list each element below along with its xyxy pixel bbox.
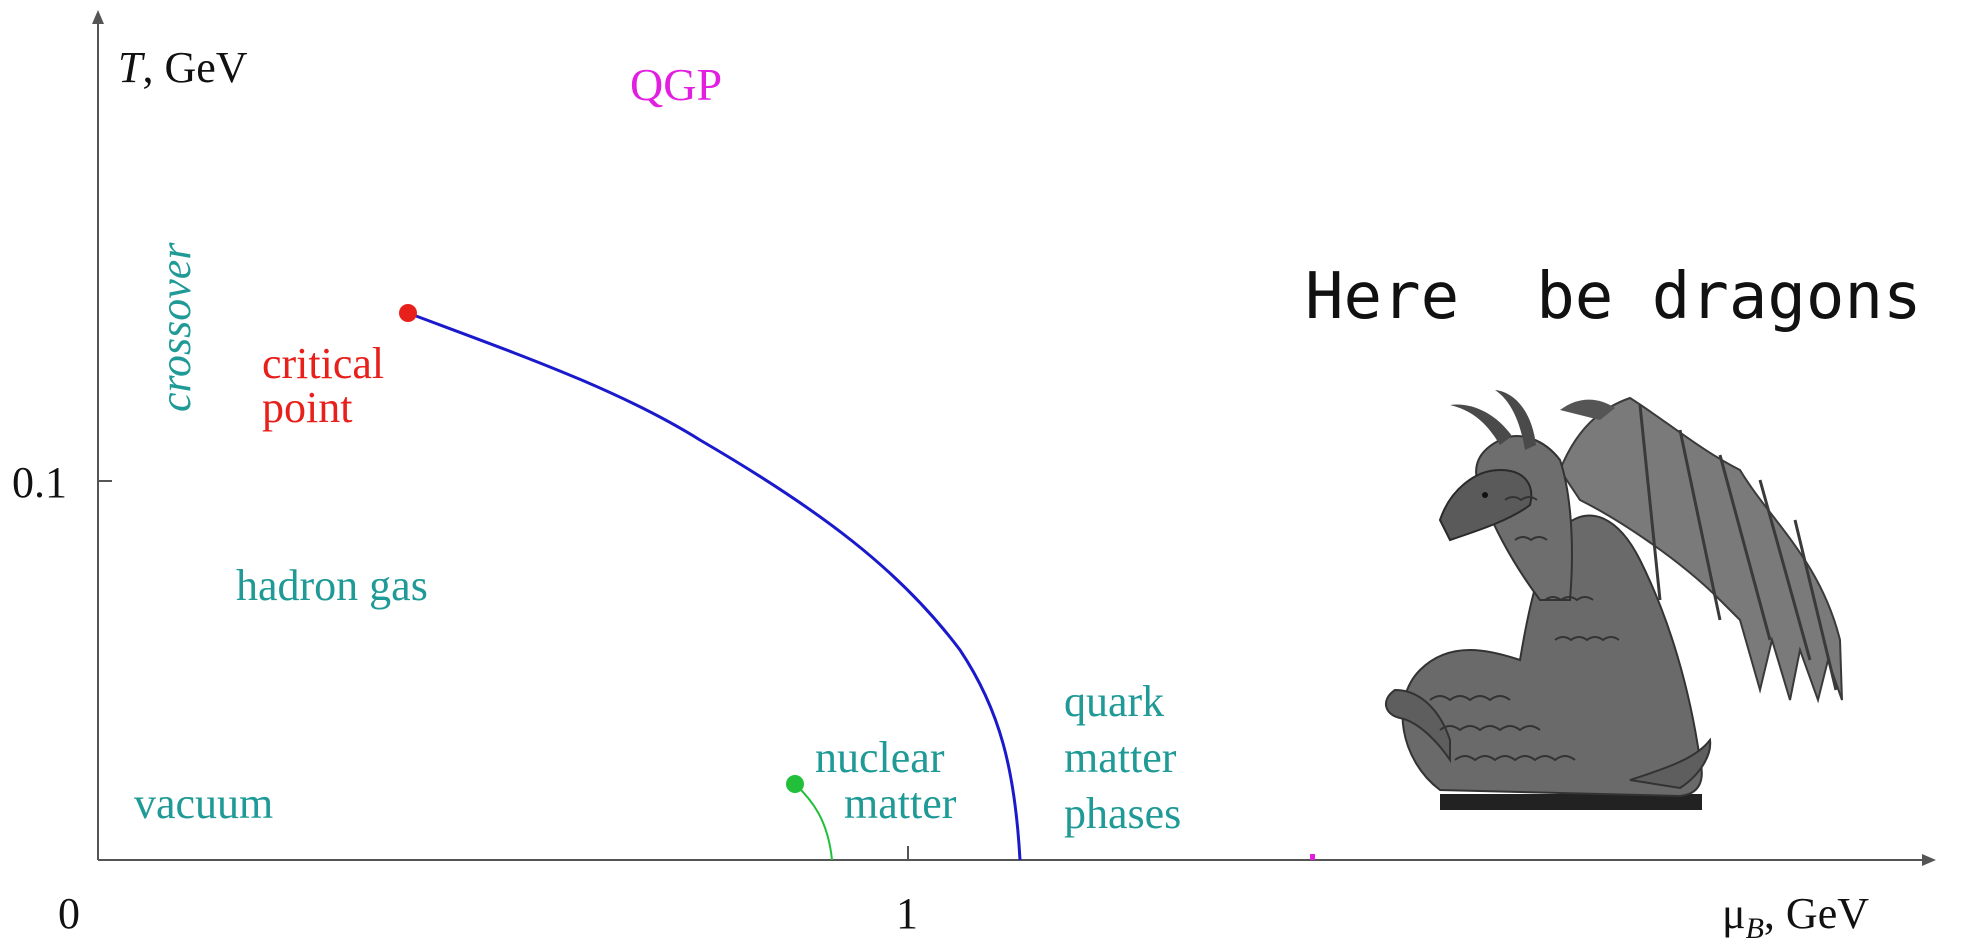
x-axis-label: μB, GeV xyxy=(1722,889,1869,942)
x-tick-label-1: 1 xyxy=(896,889,918,938)
origin-label: 0 xyxy=(58,889,80,938)
y-axis-variable: T xyxy=(118,43,146,92)
critical-point-marker xyxy=(399,304,417,322)
dragon-wing xyxy=(1558,396,1843,704)
magenta-marker xyxy=(1310,854,1315,860)
dragon-head xyxy=(1438,468,1533,542)
x-axis-arrowhead xyxy=(1922,854,1936,866)
y-tick-label-0-1: 0.1 xyxy=(12,458,67,507)
x-axis-subscript: B xyxy=(1746,912,1764,942)
critical-point-label-line2: point xyxy=(262,383,352,432)
axes xyxy=(92,10,1936,866)
first-order-phase-boundary xyxy=(407,311,1022,861)
critical-point-label: critical point xyxy=(262,339,395,432)
dragon-wing-ribs xyxy=(1638,404,1838,691)
x-axis-variable: μ xyxy=(1722,889,1746,938)
nuclear-matter-label-line1: nuclear xyxy=(815,733,945,782)
quark-matter-label-line1: quark xyxy=(1064,677,1164,726)
dragon-horns xyxy=(1450,390,1536,450)
y-axis-arrowhead xyxy=(92,10,104,24)
qgp-label: QGP xyxy=(630,59,722,110)
y-axis-label: T, GeV xyxy=(118,43,248,92)
nuclear-matter-label-line2: matter xyxy=(844,779,957,828)
dragon-wing-horn xyxy=(1560,399,1615,420)
vacuum-label: vacuum xyxy=(134,779,273,828)
dragon-tail xyxy=(1629,737,1712,790)
dragon-base xyxy=(1440,794,1702,810)
dragon-eye xyxy=(1482,492,1488,498)
nuclear-critical-point-marker xyxy=(786,775,804,793)
x-axis-unit: , GeV xyxy=(1764,889,1869,938)
y-axis-unit: , GeV xyxy=(142,43,247,92)
dragon-front-leg xyxy=(1385,688,1451,764)
quark-matter-label-line2: matter xyxy=(1064,733,1177,782)
dragons-annotation: Here be dragons xyxy=(1305,260,1922,334)
critical-point-label-line1: critical xyxy=(262,339,384,388)
nuclear-matter-label: nuclear matter xyxy=(815,733,957,828)
dragon-scales xyxy=(1429,496,1620,762)
quark-matter-phases-label: quark matter phases xyxy=(1064,677,1187,838)
dragon-illustration xyxy=(1385,390,1843,810)
quark-matter-label-line3: phases xyxy=(1064,789,1181,838)
crossover-label: crossover xyxy=(151,242,200,412)
nuclear-liquid-gas-line xyxy=(794,783,833,861)
hadron-gas-label: hadron gas xyxy=(236,561,428,610)
